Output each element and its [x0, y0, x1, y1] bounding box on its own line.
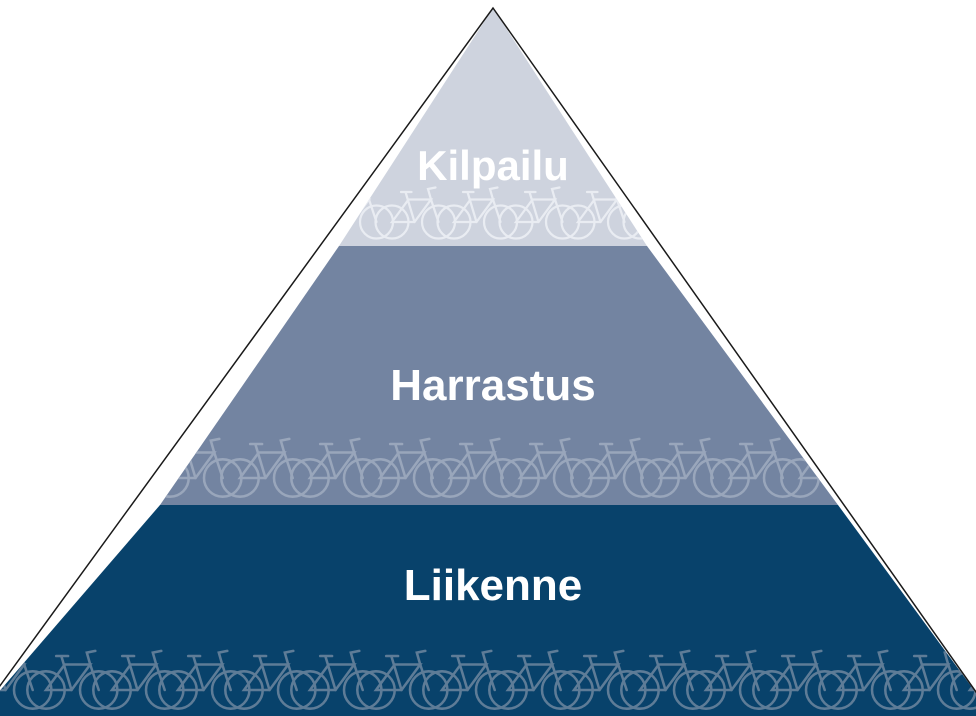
bicycle-icon — [356, 649, 449, 710]
bicycle-icon — [488, 649, 581, 710]
tier-top-band — [339, 8, 647, 246]
bicycle-icon — [500, 437, 593, 498]
bicycle-icon — [554, 649, 647, 710]
bicycle-icon — [92, 649, 185, 710]
tier-middle-band — [160, 246, 838, 505]
bicycle-icon — [224, 649, 317, 710]
bicycle-icon — [640, 437, 733, 498]
bicycle-icon — [290, 437, 383, 498]
tier-middle-label: Harrastus — [390, 361, 595, 410]
bicycle-icon — [436, 186, 519, 240]
bicycle-icon — [422, 649, 515, 710]
bicycle-icon — [686, 649, 779, 710]
bicycle-icon — [158, 649, 251, 710]
tier-top-label: Kilpailu — [417, 142, 569, 189]
tier-bottom-label: Liikenne — [404, 561, 583, 610]
bicycle-icon — [290, 649, 383, 710]
bicycle-icon — [570, 437, 663, 498]
pyramid-outline — [0, 6, 976, 694]
